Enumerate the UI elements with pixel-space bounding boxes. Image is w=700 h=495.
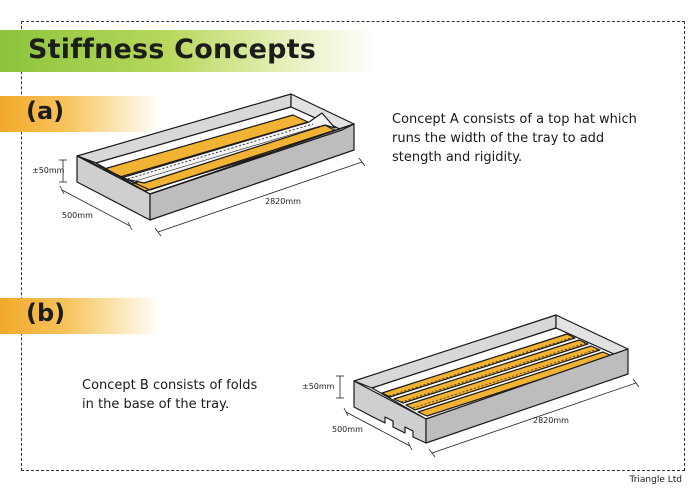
section-a-label: (a) xyxy=(26,97,65,125)
tray-a-top-hat xyxy=(120,112,336,184)
tray-a-dimensions xyxy=(59,157,366,237)
section-b-label: (b) xyxy=(26,299,66,327)
tray-b-width-dim: 500mm xyxy=(332,425,363,434)
tray-b-strip-3 xyxy=(405,345,601,411)
tray-b-strip-1 xyxy=(381,333,576,398)
tray-b-height-dim: ±50mm xyxy=(302,382,335,391)
footer-credit: Triangle Ltd xyxy=(629,475,682,485)
tray-b-drawing xyxy=(353,314,629,444)
tray-a-top-hat-edge xyxy=(123,123,314,181)
tray-a-rim xyxy=(76,123,355,195)
tray-b-strip-2 xyxy=(393,339,589,404)
section-a-band xyxy=(0,96,160,132)
tray-b-front-wall xyxy=(425,348,629,444)
tray-a-length-dim: 2820mm xyxy=(265,197,301,206)
tray-a-front-wall xyxy=(149,123,355,221)
title-band xyxy=(0,30,375,72)
tray-b-dimensions xyxy=(336,375,640,458)
concept-a-description: Concept A consists of a top hat which ru… xyxy=(392,112,637,165)
tray-b-left-front-wall xyxy=(353,380,427,444)
tray-b-folds xyxy=(388,336,599,409)
tray-b-length-dim: 2820mm xyxy=(533,416,569,425)
concept-b-description: Concept B consists of folds in the base … xyxy=(82,378,258,412)
page-frame xyxy=(21,21,685,471)
tray-a-width-dim: 500mm xyxy=(62,211,93,220)
tray-a-drawing xyxy=(76,93,355,221)
page-title: Stiffness Concepts xyxy=(28,34,316,65)
tray-a-top-hat-edge-2 xyxy=(131,125,321,183)
section-b-band xyxy=(0,298,160,334)
tray-a-height-dim: ±50mm xyxy=(32,166,65,175)
